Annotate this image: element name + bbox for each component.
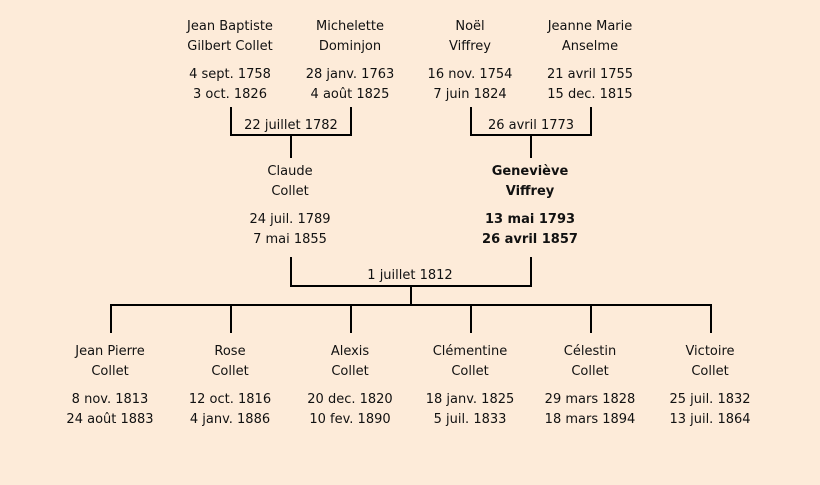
person-child: Jean Pierre Collet 8 nov. 1813 24 août 1… <box>45 342 175 430</box>
person-death-date: 7 mai 1855 <box>253 232 327 247</box>
person-first-name: Rose <box>214 344 246 359</box>
person-child: Alexis Collet 20 dec. 1820 10 fev. 1890 <box>285 342 415 430</box>
person-child: Rose Collet 12 oct. 1816 4 janv. 1886 <box>165 342 295 430</box>
person-paternal-grandmother: Michelette Dominjon 28 janv. 1763 4 août… <box>285 17 415 105</box>
person-birth-date: 25 juil. 1832 <box>669 392 751 407</box>
person-death-date: 5 juil. 1833 <box>433 412 507 427</box>
person-birth-date: 13 mai 1793 <box>484 212 576 227</box>
marriage-date-parents: 1 juillet 1812 <box>367 268 453 283</box>
person-last-name: Viffrey <box>505 184 555 199</box>
person-last-name: Collet <box>271 184 309 199</box>
person-paternal-grandfather: Jean Baptiste Gilbert Collet 4 sept. 175… <box>165 17 295 105</box>
person-first-name: Jeanne Marie <box>547 19 633 34</box>
person-mother-focus: Geneviève Viffrey 13 mai 1793 26 avril 1… <box>465 162 595 250</box>
person-last-name: Collet <box>691 364 729 379</box>
person-last-name: Gilbert Collet <box>187 39 273 54</box>
person-last-name: Collet <box>91 364 129 379</box>
person-death-date: 7 juin 1824 <box>433 87 507 102</box>
person-death-date: 18 mars 1894 <box>544 412 636 427</box>
person-first-name: Alexis <box>330 344 370 359</box>
person-death-date: 4 août 1825 <box>310 87 390 102</box>
person-birth-date: 28 janv. 1763 <box>305 67 395 82</box>
person-death-date: 10 fev. 1890 <box>309 412 391 427</box>
person-maternal-grandmother: Jeanne Marie Anselme 21 avril 1755 15 de… <box>525 17 655 105</box>
person-last-name: Dominjon <box>318 39 382 54</box>
person-first-name: Jean Baptiste <box>187 19 273 34</box>
person-last-name: Collet <box>571 364 609 379</box>
person-first-name: Geneviève <box>491 164 569 179</box>
person-child: Clémentine Collet 18 janv. 1825 5 juil. … <box>405 342 535 430</box>
person-last-name: Collet <box>451 364 489 379</box>
person-death-date: 26 avril 1857 <box>482 232 578 247</box>
person-death-date: 24 août 1883 <box>66 412 154 427</box>
person-first-name: Jean Pierre <box>75 344 145 359</box>
person-birth-date: 24 juil. 1789 <box>249 212 331 227</box>
person-child: Victoire Collet 25 juil. 1832 13 juil. 1… <box>645 342 775 430</box>
person-birth-date: 16 nov. 1754 <box>427 67 513 82</box>
person-first-name: Noël <box>455 19 485 34</box>
person-death-date: 3 oct. 1826 <box>193 87 267 102</box>
person-death-date: 4 janv. 1886 <box>189 412 271 427</box>
marriage-date-maternal: 26 avril 1773 <box>487 118 575 133</box>
person-birth-date: 21 avril 1755 <box>546 67 634 82</box>
person-birth-date: 18 janv. 1825 <box>425 392 515 407</box>
person-birth-date: 12 oct. 1816 <box>188 392 272 407</box>
person-first-name: Clémentine <box>432 344 508 359</box>
person-death-date: 13 juil. 1864 <box>669 412 751 427</box>
person-birth-date: 20 dec. 1820 <box>307 392 393 407</box>
person-first-name: Michelette <box>315 19 384 34</box>
person-first-name: Victoire <box>685 344 735 359</box>
person-maternal-grandfather: Noël Viffrey 16 nov. 1754 7 juin 1824 <box>405 17 535 105</box>
person-birth-date: 29 mars 1828 <box>544 392 636 407</box>
person-first-name: Célestin <box>563 344 617 359</box>
person-last-name: Collet <box>211 364 249 379</box>
person-last-name: Viffrey <box>449 39 491 54</box>
person-father: Claude Collet 24 juil. 1789 7 mai 1855 <box>225 162 355 250</box>
marriage-date-paternal: 22 juillet 1782 <box>244 118 338 133</box>
person-last-name: Collet <box>331 364 369 379</box>
person-birth-date: 4 sept. 1758 <box>189 67 271 82</box>
person-birth-date: 8 nov. 1813 <box>71 392 149 407</box>
person-death-date: 15 dec. 1815 <box>547 87 633 102</box>
person-first-name: Claude <box>267 164 313 179</box>
person-last-name: Anselme <box>561 39 619 54</box>
person-child: Célestin Collet 29 mars 1828 18 mars 189… <box>525 342 655 430</box>
